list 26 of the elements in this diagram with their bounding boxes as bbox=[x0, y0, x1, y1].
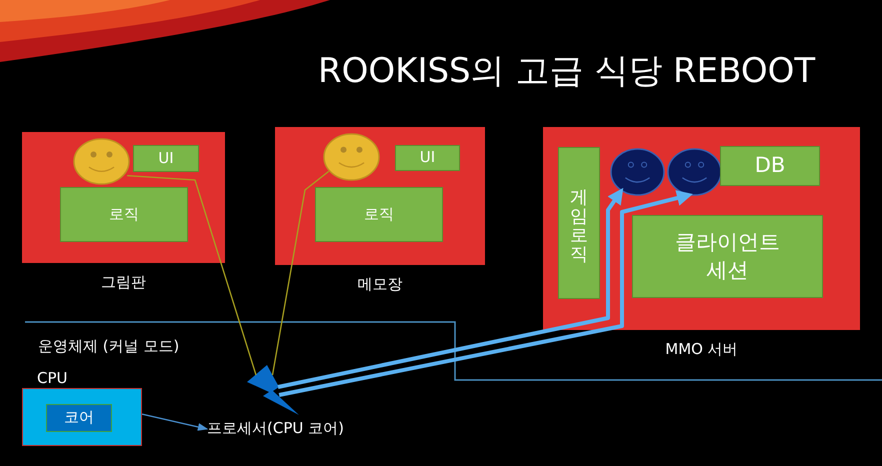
node-label: 그림판 bbox=[100, 273, 147, 292]
smiley-icon bbox=[610, 148, 665, 196]
connector-line bbox=[272, 170, 330, 376]
node-label: MMO 서버 bbox=[664, 340, 739, 359]
module-box: DB bbox=[720, 146, 820, 186]
lightning-bolt-icon bbox=[245, 365, 300, 415]
node-label: CPU bbox=[37, 369, 68, 387]
processor-label: 프로세서(CPU 코어) bbox=[207, 418, 367, 440]
module-box bbox=[558, 147, 600, 299]
node-label: 게임로직 bbox=[569, 188, 589, 264]
arrow bbox=[278, 188, 624, 389]
smiley-icon bbox=[667, 148, 722, 196]
smiley-icon bbox=[73, 138, 130, 185]
module-box: UI bbox=[133, 145, 199, 172]
title: ROOKISS의 고급 식당 REBOOT bbox=[318, 50, 816, 93]
connector-line bbox=[127, 174, 257, 376]
module-box: 로직 bbox=[315, 187, 443, 242]
module-box: 로직 bbox=[60, 187, 188, 242]
smiley-icon bbox=[323, 133, 380, 181]
arrow bbox=[278, 190, 693, 397]
core-box: 코어 bbox=[46, 404, 112, 432]
node-label: 메모장 bbox=[356, 275, 404, 294]
arrow bbox=[142, 413, 208, 431]
region-label: 운영체제 (커널 모드) bbox=[38, 337, 180, 356]
module-box: 클라이언트 세션 bbox=[632, 215, 823, 298]
module-box: UI bbox=[395, 145, 460, 171]
